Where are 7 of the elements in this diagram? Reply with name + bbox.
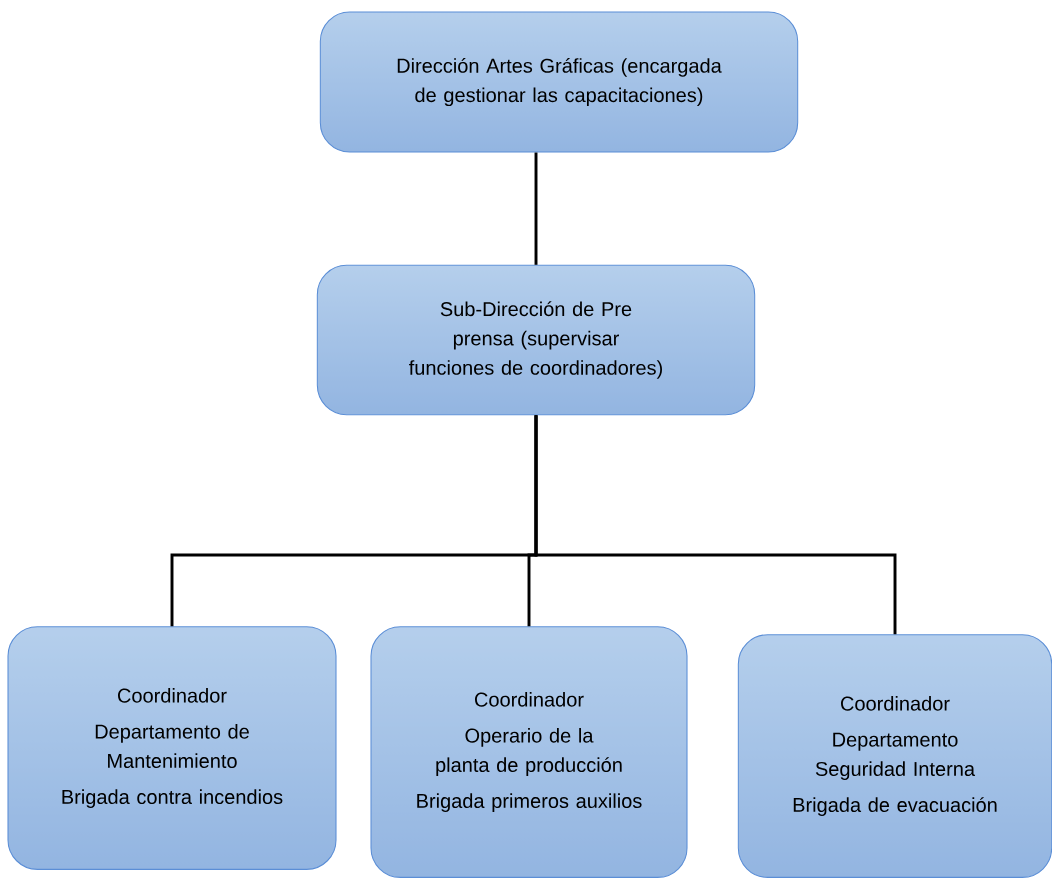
connector-line xyxy=(534,415,897,635)
org-box: Sub-Dirección de Pre prensa (supervisar funciones de coordinadores) xyxy=(316,264,756,416)
org-box: Coordinador Departamento de Mantenimiento Brigada contra incendios xyxy=(7,626,337,870)
connector-line xyxy=(534,152,538,265)
org-box: Coordinador Operario de la planta de producción Brigada primeros auxilios xyxy=(370,626,688,878)
org-box: Dirección Artes Gráficas (encargada de gestionar las capacitaciones) xyxy=(319,11,799,153)
org-box: Coordinador Departamento Seguridad Interna Brigada de evacuación xyxy=(737,634,1052,878)
